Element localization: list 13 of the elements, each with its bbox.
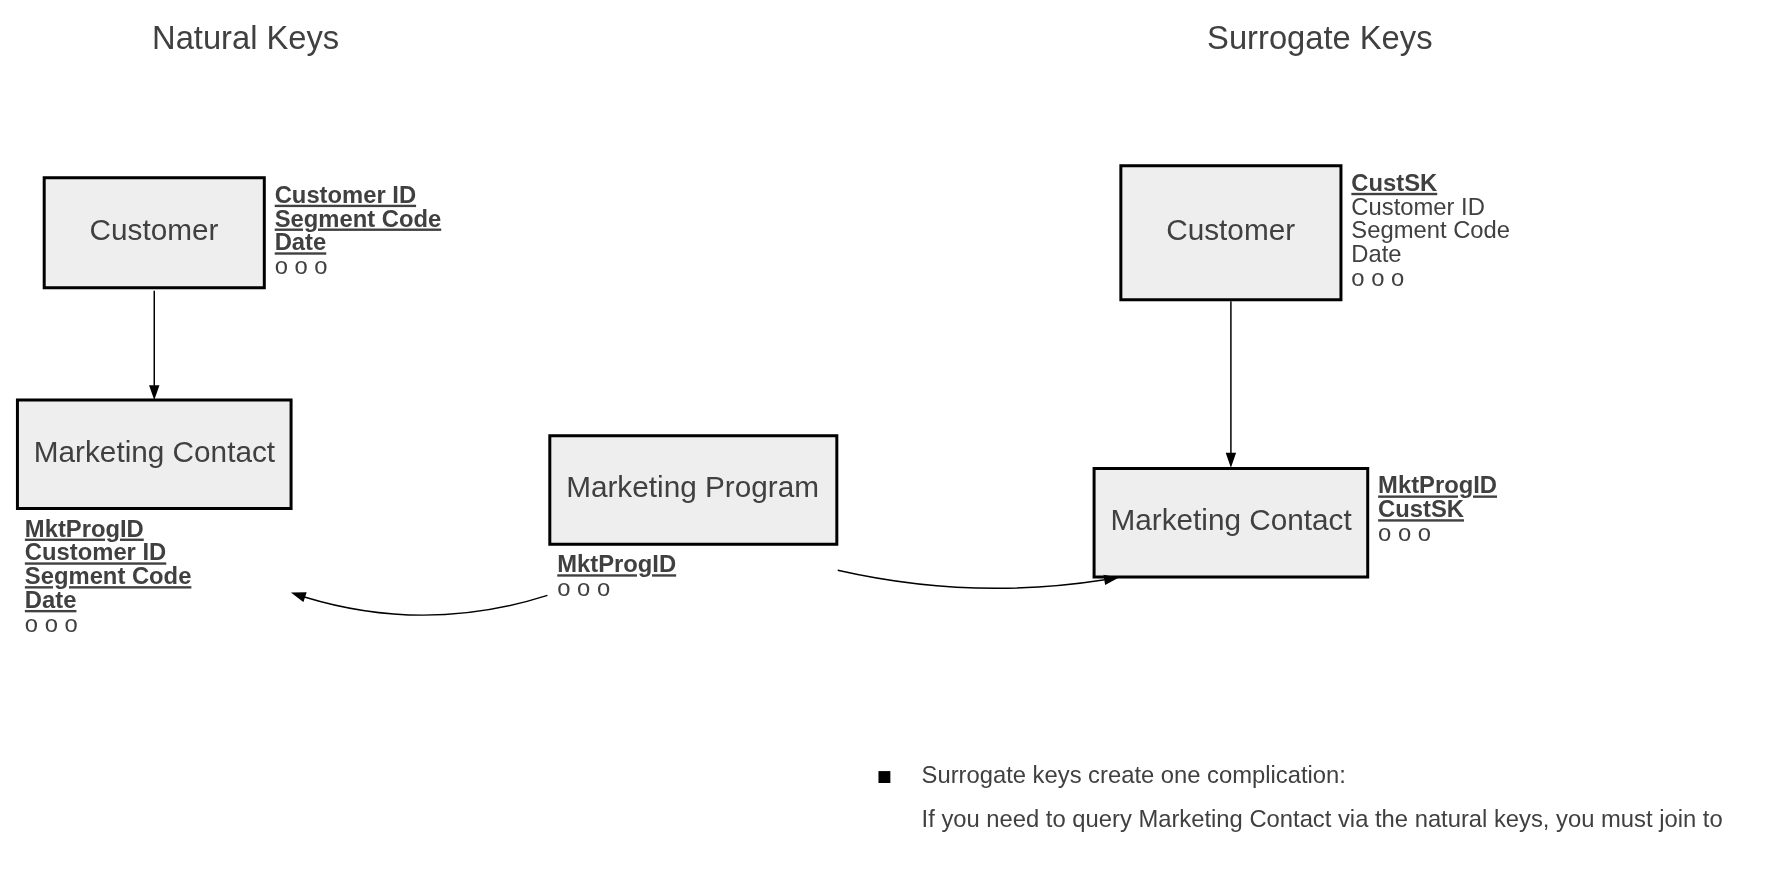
label: Surrogate Keys — [1207, 19, 1433, 57]
arrow — [837, 569, 1119, 590]
arrow — [1225, 300, 1237, 468]
arrow — [290, 592, 549, 616]
node-label: o o o — [1378, 519, 1432, 547]
node-label: o o o — [1351, 263, 1405, 291]
label: Natural Keys — [152, 19, 340, 57]
node-label: Customer ID — [274, 180, 417, 208]
node-label: o o o — [274, 252, 328, 280]
node-label: o o o — [24, 609, 78, 637]
arrow — [149, 290, 160, 401]
label: Surrogate keys create one complication: — [921, 760, 1346, 788]
label: If you need to query Marketing Contact via the natural keys, you must join to — [921, 805, 1723, 833]
